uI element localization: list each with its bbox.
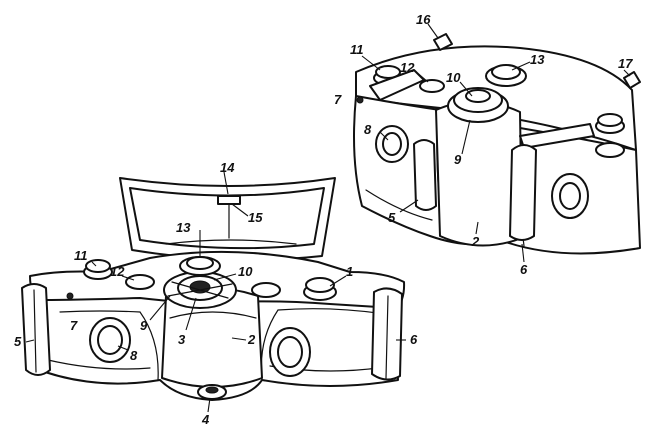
callout-rear-16: 16 [416, 12, 431, 27]
callout-front-12: 12 [110, 264, 125, 279]
tripod-socket [197, 384, 227, 400]
handle-left [21, 283, 51, 376]
rear-knob-top [485, 64, 527, 87]
callout-front-1: 1 [346, 264, 353, 279]
deck-window-left [125, 274, 155, 290]
callout-front-8: 8 [130, 348, 138, 363]
callout-front-13: 13 [176, 220, 191, 235]
lens-turret [163, 271, 237, 309]
callout-rear-9: 9 [454, 152, 462, 167]
callout-rear-17: 17 [618, 56, 633, 71]
knob-left [83, 259, 113, 280]
callout-rear-10: 10 [446, 70, 461, 85]
front-view-camera [21, 177, 406, 401]
callout-front-3: 3 [178, 332, 186, 347]
rear-lens-turret [447, 87, 509, 123]
rear-view-camera [353, 33, 641, 255]
lever-pin [66, 292, 74, 300]
rear-knob-right [595, 113, 625, 158]
callout-front-6: 6 [410, 332, 418, 347]
rear-lever-left [369, 69, 425, 101]
top-knob [179, 256, 221, 276]
rear-deck-window [419, 79, 445, 93]
callout-front-7: 7 [70, 318, 78, 333]
rear-callouts: 2 5 6 7 8 9 10 11 12 13 16 17 [334, 12, 633, 277]
callout-rear-8: 8 [364, 122, 372, 137]
callout-rear-2: 2 [471, 234, 480, 249]
rear-pin-top [433, 33, 453, 51]
callout-rear-11: 11 [350, 42, 364, 57]
callout-rear-13: 13 [530, 52, 545, 67]
leader-lines [25, 23, 631, 413]
eyepiece-right [269, 327, 311, 377]
callout-front-5: 5 [14, 334, 22, 349]
callout-rear-6: 6 [520, 262, 528, 277]
callout-front-4: 4 [201, 412, 210, 427]
eyepiece-left [89, 317, 131, 363]
rear-handle-right [509, 144, 537, 241]
callout-front-14: 14 [220, 160, 235, 175]
rear-lever-right [519, 123, 595, 149]
rear-eyepiece-right [551, 173, 589, 219]
callout-front-9: 9 [140, 318, 148, 333]
deck-window-right [251, 282, 281, 298]
callout-rear-5: 5 [388, 210, 396, 225]
rear-lever-pin [356, 96, 364, 104]
callout-front-15: 15 [248, 210, 263, 225]
callout-front-11: 11 [74, 248, 88, 263]
rear-eyepiece-left [375, 125, 409, 163]
rear-pin-side [623, 71, 641, 89]
viewfinder-frame [119, 177, 336, 261]
front-callouts: 1 2 3 4 5 6 7 8 9 10 11 12 13 14 15 [14, 160, 418, 427]
callout-front-10: 10 [238, 264, 253, 279]
callout-front-2: 2 [247, 332, 256, 347]
rear-handle-left [413, 139, 437, 211]
knob-right [303, 277, 337, 301]
callout-rear-12: 12 [400, 60, 415, 75]
callout-rear-7: 7 [334, 92, 342, 107]
rear-lens-drum [435, 100, 523, 247]
